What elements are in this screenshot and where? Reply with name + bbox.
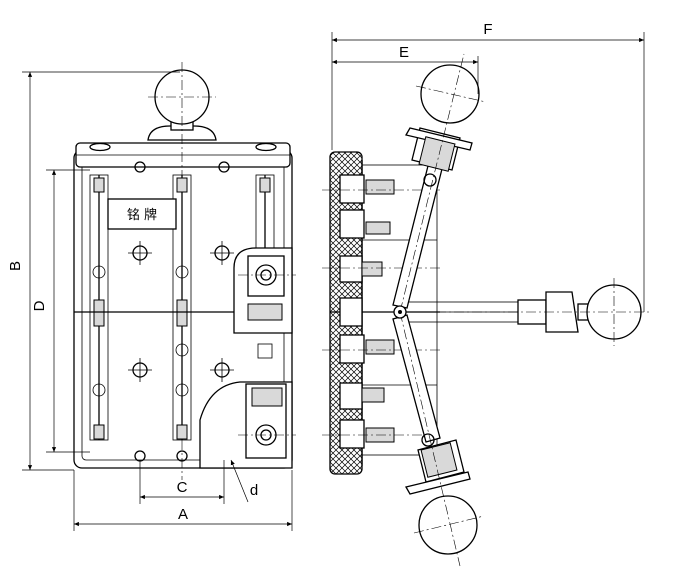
front-dimensions: B D C A d	[7, 71, 293, 531]
handle-upper-knob-icon	[420, 64, 480, 124]
dim-label-d: d	[250, 482, 258, 499]
dim-label-A: A	[178, 506, 188, 523]
handle-neck	[147, 125, 217, 141]
top-hole-left-icon	[89, 142, 111, 152]
screw-icons	[128, 161, 234, 462]
top-hole-right-icon	[255, 142, 277, 152]
dim-label-C: C	[177, 479, 188, 496]
side-dimensions: F E	[331, 21, 645, 312]
handle-lower-knob-icon	[418, 495, 478, 555]
handle-horizontal	[399, 278, 650, 346]
handle-horizontal-knob-icon	[586, 284, 642, 340]
front-view: 铭 牌	[73, 62, 296, 480]
nameplate	[107, 198, 177, 230]
side-terminals	[339, 174, 395, 449]
dim-label-B: B	[7, 261, 24, 271]
dim-label-D: D	[31, 300, 48, 311]
nameplate-label: 铭 牌	[127, 207, 157, 223]
pole-columns	[89, 174, 275, 441]
handle-upper	[392, 53, 487, 313]
dim-label-E: E	[399, 44, 409, 61]
dim-label-F: F	[483, 21, 492, 38]
handle-lower	[392, 311, 485, 567]
handle-knob-icon	[154, 69, 210, 125]
side-view	[322, 53, 650, 567]
